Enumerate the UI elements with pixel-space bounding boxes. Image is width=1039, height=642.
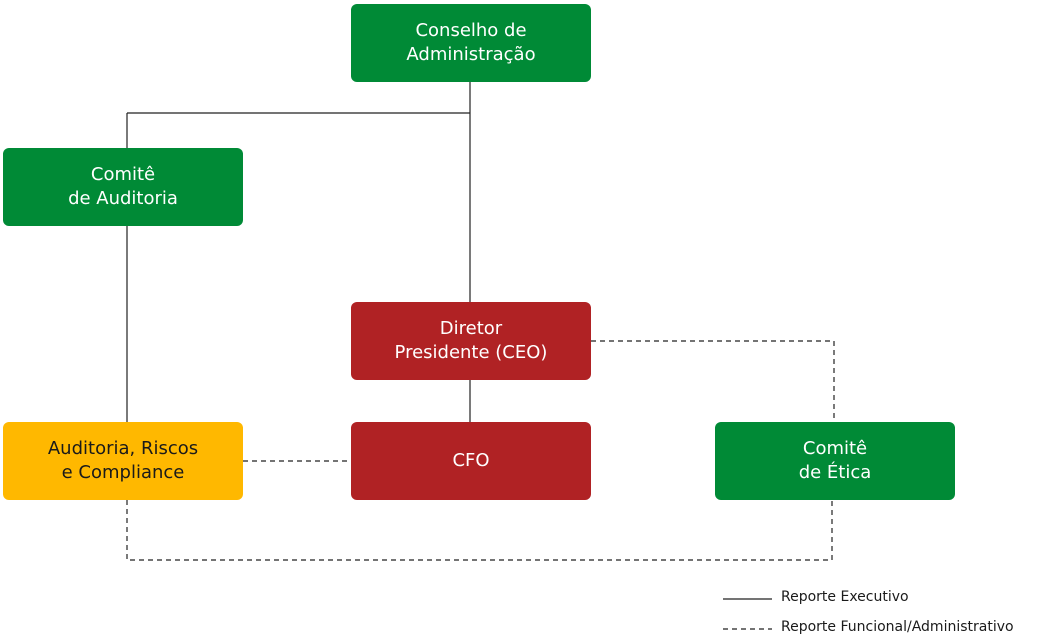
legend-executive-label: Reporte Executivo — [781, 589, 909, 605]
node-audit-committee: Comitê de Auditoria — [3, 148, 243, 226]
node-ethics-committee: Comitê de Ética — [715, 422, 955, 500]
dashed-ceo-to-ethics — [591, 340, 835, 422]
node-audit-committee-line2: de Auditoria — [68, 188, 178, 209]
node-ethics-line1: Comitê — [802, 438, 868, 459]
legend-functional-label: Reporte Funcional/Administrativo — [781, 619, 1014, 635]
node-cfo-label: CFO — [452, 450, 490, 471]
node-audit-committee-line1: Comitê — [90, 164, 156, 185]
dashed-arc-to-ethics — [126, 500, 833, 561]
node-board-line1: Conselho de — [415, 20, 527, 41]
node-ethics-line2: de Ética — [798, 462, 872, 483]
node-audit-risk-compliance: Auditoria, Riscos e Compliance — [3, 422, 243, 500]
node-board: Conselho de Administração — [351, 4, 591, 82]
node-arc-line2: e Compliance — [61, 462, 185, 483]
node-cfo: CFO — [351, 422, 591, 500]
node-board-line2: Administração — [406, 44, 536, 65]
node-ceo-line2: Presidente (CEO) — [394, 342, 548, 363]
node-arc-line1: Auditoria, Riscos — [47, 438, 199, 459]
node-ceo: Diretor Presidente (CEO) — [351, 302, 591, 380]
node-ceo-line1: Diretor — [439, 318, 503, 339]
